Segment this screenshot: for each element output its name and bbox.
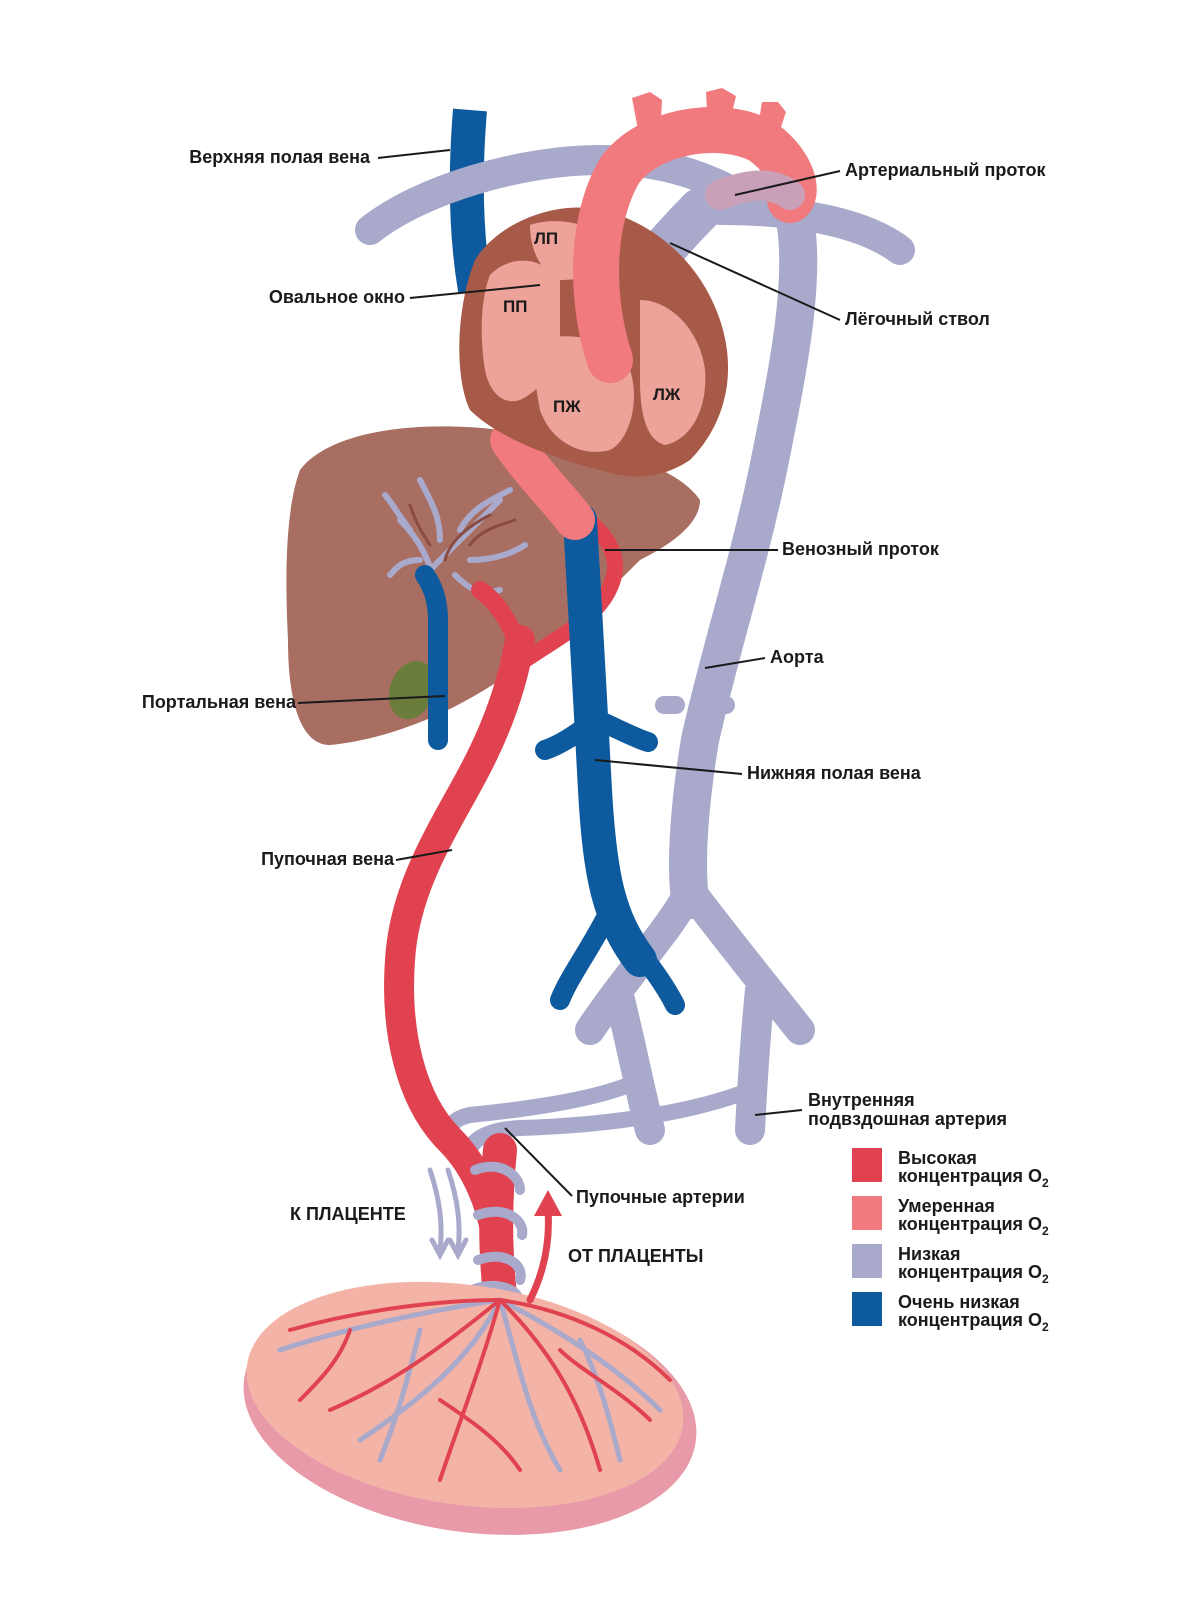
- legend-item-very-low: Очень низкая концентрация O2: [852, 1292, 1049, 1334]
- left-ventricle: [640, 300, 706, 445]
- chamber-label-ra: ПП: [503, 297, 527, 316]
- leader-ivc: [594, 759, 743, 775]
- label-internal-iliac-line2: подвздошная артерия: [808, 1109, 1007, 1129]
- label-ductus-venosus: Венозный проток: [782, 539, 940, 559]
- gallbladder: [388, 660, 436, 720]
- placenta: [243, 1281, 697, 1535]
- chamber-label-lv: ЛЖ: [653, 385, 681, 404]
- leader-portal-vein: [297, 695, 446, 704]
- aorta-side-branch-right: [705, 696, 735, 714]
- legend-item-low: Низкая концентрация O2: [852, 1244, 1049, 1286]
- label-svc: Верхняя полая вена: [189, 147, 371, 167]
- legend-item-high-line2: концентрация O2: [898, 1166, 1049, 1190]
- label-from-placenta: ОТ ПЛАЦЕНТЫ: [568, 1246, 703, 1266]
- label-umbilical-vein: Пупочная вена: [261, 849, 395, 869]
- label-ivc: Нижняя полая вена: [747, 763, 922, 783]
- label-aorta: Аорта: [770, 647, 825, 667]
- portal-vein: [415, 565, 448, 750]
- descending-aorta: [669, 181, 818, 919]
- legend-item-very-low-line1: Очень низкая: [898, 1292, 1020, 1312]
- left-pulmonary-branch: [355, 144, 745, 245]
- umbilical-cord: [467, 1133, 528, 1312]
- legend-swatch-low: [852, 1244, 882, 1278]
- leader-aorta: [704, 657, 766, 669]
- label-portal-vein: Портальная вена: [142, 692, 297, 712]
- label-foramen-ovale: Овальное окно: [269, 287, 405, 307]
- legend-item-very-low-line2: концентрация O2: [898, 1310, 1049, 1334]
- legend-swatch-moderate: [852, 1196, 882, 1230]
- label-ductus-arteriosus: Артериальный проток: [845, 160, 1046, 180]
- placenta-arteries: [288, 1298, 672, 1482]
- legend-item-low-line1: Низкая: [898, 1244, 961, 1264]
- aorta-side-branch-left: [655, 696, 685, 714]
- liver-arterial-network: [408, 503, 517, 562]
- legend-item-moderate-line1: Умеренная: [898, 1196, 995, 1216]
- legend-item-moderate-line2: концентрация O2: [898, 1214, 1049, 1238]
- leader-pulmonary-trunk: [669, 242, 841, 321]
- chamber-label-rv: ПЖ: [553, 397, 581, 416]
- umbilical-vein-liver-branch: [471, 581, 529, 659]
- label-pulmonary-trunk: Лёгочный ствол: [845, 309, 990, 329]
- leader-svc: [377, 149, 451, 159]
- to-placenta-arrows: [427, 1167, 469, 1261]
- leader-foramen-ovale: [409, 284, 541, 299]
- aortic-arch: [573, 107, 817, 383]
- placenta-veins: [277, 1297, 663, 1473]
- chamber-label-la: ЛП: [534, 229, 558, 248]
- label-umbilical-arteries: Пупочные артерии: [576, 1187, 745, 1207]
- label-to-placenta: К ПЛАЦЕНТЕ: [290, 1204, 406, 1224]
- right-pulmonary-branch: [705, 195, 915, 265]
- leader-umbilical-arteries: [504, 1127, 573, 1197]
- leader-ductus-arteriosus: [734, 170, 841, 196]
- legend-item-high: Высокая концентрация O2: [852, 1148, 1049, 1190]
- legend-item-low-line2: концентрация O2: [898, 1262, 1049, 1286]
- aortic-arch-branches: [632, 88, 786, 148]
- legend-item-high-line1: Высокая: [898, 1148, 977, 1168]
- legend-swatch-very-low: [852, 1292, 882, 1326]
- ductus-arteriosus: [705, 170, 805, 210]
- legend-item-moderate: Умеренная концентрация O2: [852, 1196, 1049, 1238]
- from-placenta-arrow: [526, 1190, 562, 1304]
- leader-internal-iliac: [754, 1109, 803, 1116]
- leader-umbilical-vein: [395, 849, 453, 861]
- superior-vena-cava: [449, 108, 492, 293]
- legend: Высокая концентрация O2 Умеренная концен…: [852, 1148, 1049, 1334]
- placenta-surface: [246, 1281, 684, 1509]
- ivc-branches: [535, 710, 685, 1015]
- label-internal-iliac-line1: Внутренняя: [808, 1090, 915, 1110]
- legend-swatch-high: [852, 1148, 882, 1182]
- ivc-to-heart-mixed: [490, 420, 595, 540]
